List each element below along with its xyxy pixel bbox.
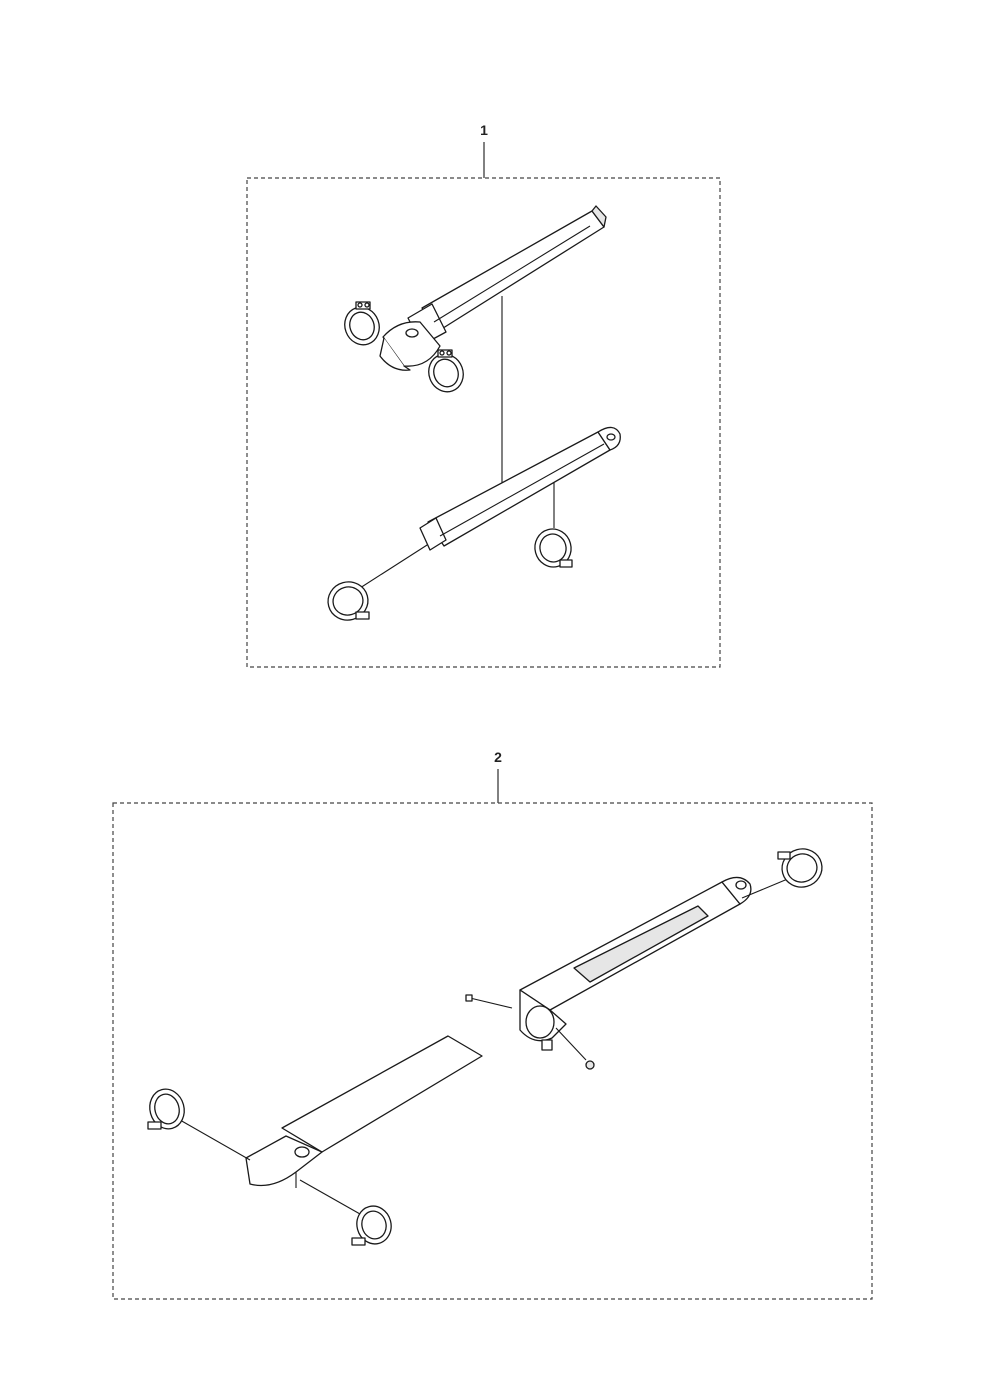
hose-clamp: [147, 1088, 185, 1130]
upper-yoke: [379, 321, 441, 371]
assembly-2: [112, 769, 873, 1300]
hose-clamp: [327, 581, 370, 621]
guard-plate-left: [245, 1035, 483, 1188]
hose-clamp: [534, 528, 573, 568]
callout-number-1: 1: [480, 122, 488, 138]
hose-clamp: [344, 301, 380, 346]
upper-guard-tube: [407, 205, 607, 346]
assembly-frame-1: [246, 177, 721, 668]
bolt: [465, 994, 513, 1009]
assembly-1: [246, 142, 721, 668]
hose-clamp: [351, 1205, 392, 1246]
hose-clamp: [741, 848, 823, 899]
lower-guard-tube: [419, 426, 621, 551]
callout-number-2: 2: [494, 749, 502, 765]
guard-housing-right: [519, 876, 752, 1051]
hose-clamp: [428, 349, 464, 393]
nut: [555, 1027, 595, 1070]
assembly-frame-2: [112, 802, 873, 1300]
